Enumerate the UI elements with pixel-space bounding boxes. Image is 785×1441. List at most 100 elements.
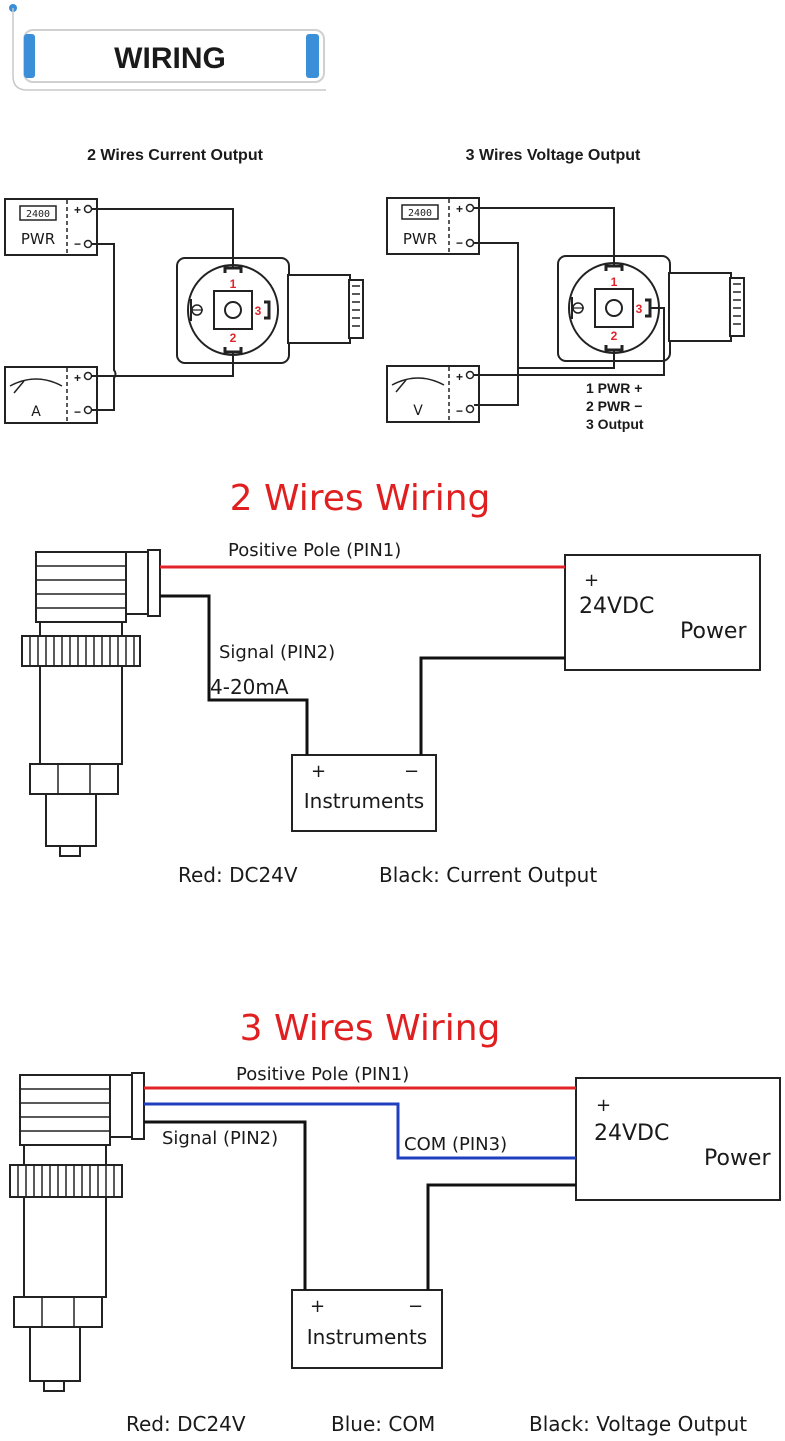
legend-black: Black: Voltage Output (529, 1412, 747, 1436)
connector-left: 1 2 3 (176, 257, 364, 364)
pwr-display (19, 205, 57, 221)
voltmeter-plus: + (456, 370, 463, 384)
pwr-minus-terminal (465, 238, 475, 248)
wire-ammeter-plus-to-pin2 (92, 352, 234, 377)
two-wire-title: 2 Wires Wiring (230, 478, 491, 519)
instruments-box (291, 754, 437, 832)
wire-blue-com (144, 1102, 576, 1160)
power-plus: + (596, 1095, 611, 1116)
instruments-box (291, 1289, 443, 1369)
instruments-label: Instruments (304, 789, 424, 813)
pin2-label: 2 (230, 331, 237, 345)
top-right-wires (474, 207, 665, 406)
ammeter-box (4, 366, 98, 424)
connector-nut (348, 279, 364, 339)
pwr-display (401, 204, 439, 220)
voltmeter-right: V + − (386, 365, 480, 423)
voltmeter-scale (391, 377, 445, 386)
header-badge: WIRING (9, 4, 326, 91)
instruments-plus: + (311, 761, 326, 782)
transmitter-plug (125, 551, 149, 615)
signal-label: Signal (PIN2) (162, 1128, 278, 1149)
transmitter-3w (9, 1072, 145, 1392)
positive-label: Positive Pole (PIN1) (228, 540, 401, 561)
power-plus: + (584, 570, 599, 591)
legend-red: Red: DC24V (178, 863, 298, 887)
wire-pin2-to-pwr-minus (518, 350, 615, 369)
voltmeter-plus-terminal (465, 370, 475, 380)
wire-v-plus-to-pin3 (474, 307, 665, 376)
wire-pwr-plus-to-pin1 (92, 208, 234, 268)
connector-sleeve (287, 274, 351, 344)
top-left-wires (92, 208, 234, 411)
transmitter-plug-cap (147, 549, 161, 617)
instruments-minus: − (408, 1296, 423, 1317)
transmitter-head (19, 1074, 111, 1146)
voltmeter-minus-terminal (465, 404, 475, 414)
pwr-minus: − (456, 236, 463, 250)
wire-black-signal (144, 1120, 307, 1290)
transmitter-head (35, 551, 127, 623)
transmitter-hex (29, 763, 119, 795)
com-label: COM (PIN3) (404, 1134, 507, 1155)
two-wire-section: 2 Wires Wiring (21, 478, 761, 887)
positive-label: Positive Pole (PIN1) (236, 1064, 409, 1085)
transmitter-thread (45, 793, 97, 847)
ammeter-minus-terminal (83, 405, 93, 415)
ammeter-minus: − (74, 405, 81, 419)
legend-red: Red: DC24V (126, 1412, 246, 1436)
transmitter-plug-cap (131, 1072, 145, 1140)
wire-black-signal (160, 594, 309, 755)
ammeter-scale (9, 378, 63, 387)
pwr-label: PWR (403, 230, 437, 248)
pwr-plus-terminal (83, 204, 93, 214)
header-accent-right (306, 34, 319, 78)
ammeter-plus: + (74, 371, 81, 385)
voltmeter-minus: − (456, 404, 463, 418)
transmitter-hex (13, 1296, 103, 1328)
power-label: Power (680, 619, 747, 644)
top-right-diagram: 3 Wires Voltage Output 2400 PWR + − V + … (386, 147, 745, 432)
wire-pwr-plus-to-pin1 (474, 207, 615, 266)
power-label: Power (704, 1146, 771, 1171)
wire-black-return (419, 656, 565, 755)
instruments-box-3w: + − Instruments (291, 1289, 443, 1369)
header-outline (12, 8, 326, 91)
wire-pwr-minus-to-ammeter-minus (92, 243, 117, 411)
pwr-plus-terminal (465, 203, 475, 213)
pin1-label: 1 (230, 277, 237, 291)
pwr-display-value: 2400 (408, 208, 432, 219)
legend-line-3: 3 Output (586, 416, 644, 432)
top-left-title: 2 Wires Current Output (87, 147, 264, 164)
connector-center-square (213, 290, 253, 330)
transmitter-thread (29, 1326, 81, 1382)
three-wire-title: 3 Wires Wiring (240, 1008, 501, 1049)
three-wire-section: 3 Wires Wiring (9, 1008, 781, 1436)
top-left-diagram: 2 Wires Current Output 2400 PWR + − A + … (4, 147, 364, 424)
instruments-box-2w: + − Instruments (291, 754, 437, 832)
legend-line-1: 1 PWR + (586, 380, 642, 396)
pwr-label: PWR (21, 230, 55, 248)
pin3-label: 3 (636, 302, 643, 316)
power-box (575, 1077, 781, 1201)
connector-nut (729, 277, 745, 337)
pwr-plus: + (74, 203, 81, 217)
connector-center-pin (224, 301, 242, 319)
pwr-supply-left: 2400 PWR + − (4, 198, 98, 256)
pin3-label: 3 (255, 304, 262, 318)
ammeter-left: A + − (4, 366, 98, 424)
pwr-display-value: 2400 (26, 209, 50, 220)
pwr-plus: + (456, 202, 463, 216)
transmitter-2w (21, 549, 161, 857)
power-box-2w: + 24VDC Power (564, 554, 761, 671)
voltmeter-label: V (413, 403, 423, 419)
header-title: WIRING (114, 42, 226, 75)
connector-center-pin (605, 299, 623, 317)
pwr-supply-right: 2400 PWR + − (386, 197, 480, 255)
ammeter-plus-terminal (83, 371, 93, 381)
pin2-label: 2 (611, 329, 618, 343)
pin1-label: 1 (611, 275, 618, 289)
transmitter-grip (21, 635, 141, 667)
current-label: 4-20mA (210, 675, 289, 699)
